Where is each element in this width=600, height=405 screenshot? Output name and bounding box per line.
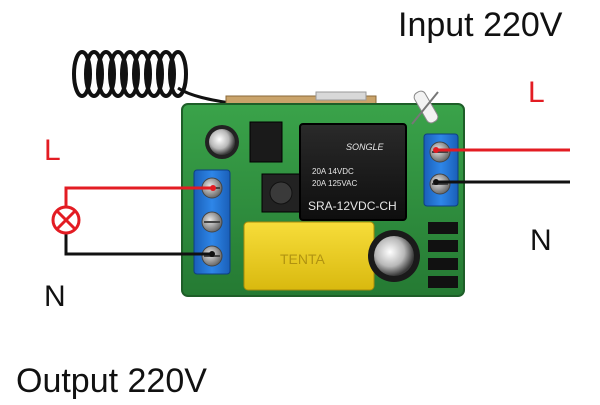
output-live-wire [64,186,213,206]
bottom-capacitor [368,230,420,282]
lamp-icon [51,205,81,235]
antenna-coil-icon [72,50,237,106]
x-capacitor: TENTA [243,221,375,291]
input-neutral-label: N [530,224,552,257]
fuse [411,90,439,125]
x-capacitor-brand: TENTA [280,251,326,267]
output-live-label: L [44,134,61,167]
output-neutral-wire [64,234,212,256]
relay: SONGLE 20A 14VDC 20A 125VAC SRA-12VDC-CH [299,123,407,221]
relay-rating-dc: 20A 14VDC [312,167,354,176]
top-capacitor [205,125,239,159]
output-voltage-title: Output 220V [16,362,207,400]
jumper-headers [428,222,458,288]
push-button [261,173,301,213]
output-terminal-block [193,169,231,275]
relay-brand: SONGLE [346,142,385,152]
input-terminal-block [423,133,459,207]
relay-rating-ac: 20A 125VAC [312,179,357,188]
crystal [315,91,367,101]
input-voltage-title: Input 220V [398,6,563,44]
output-neutral-label: N [44,280,66,313]
relay-model: SRA-12VDC-CH [308,199,397,213]
input-live-label: L [528,76,545,109]
ic-chip [249,121,283,163]
